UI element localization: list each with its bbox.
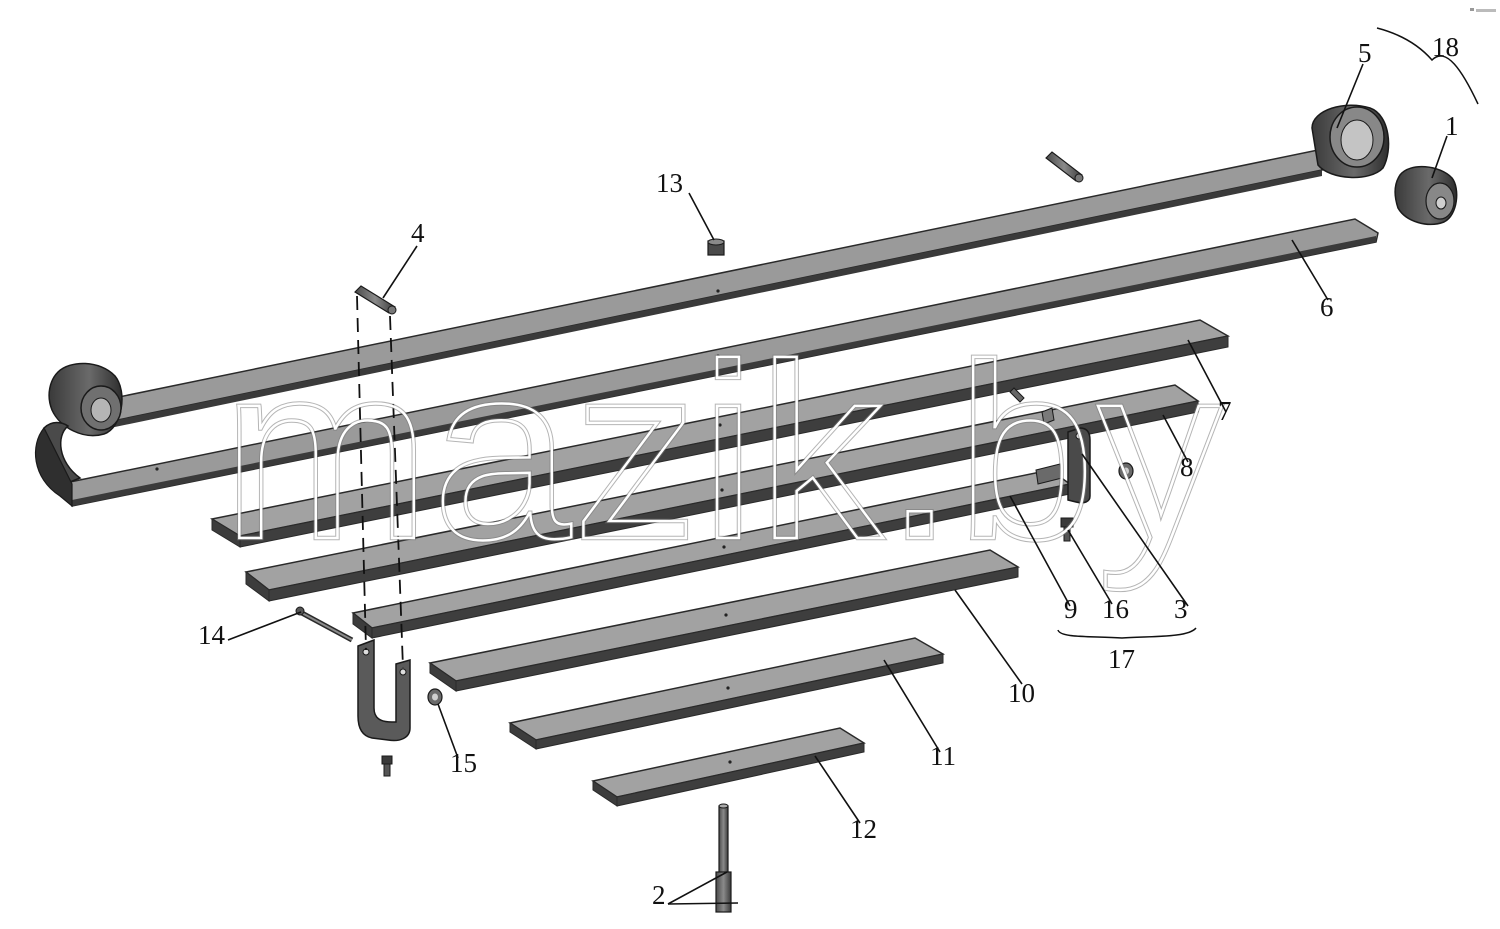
bolt-part-2 bbox=[715, 803, 732, 913]
leaf-part-10 bbox=[428, 549, 1021, 692]
leaf-part-7 bbox=[209, 319, 1231, 548]
callout-1: 1 bbox=[1445, 111, 1459, 141]
callout-6: 6 bbox=[1320, 292, 1334, 322]
corner-mark bbox=[1470, 8, 1496, 12]
main-leaf-eye-right bbox=[1311, 104, 1390, 179]
callout-17: 17 bbox=[1108, 644, 1135, 674]
callout-12: 12 bbox=[850, 814, 877, 844]
leaf-part-6 bbox=[34, 218, 1379, 508]
pin-upper-right bbox=[1045, 151, 1084, 183]
callout-7: 7 bbox=[1218, 396, 1232, 426]
bolt-part-14 bbox=[295, 606, 354, 643]
leader-lines bbox=[227, 63, 1448, 905]
rivet-left bbox=[381, 755, 393, 777]
braces bbox=[1057, 27, 1479, 639]
callout-8: 8 bbox=[1180, 452, 1194, 482]
svg-text:mazik.by: mazik.by bbox=[222, 312, 1224, 591]
nut-part-15 bbox=[427, 688, 443, 706]
assembly-guide-lines bbox=[356, 295, 404, 669]
callout-4: 4 bbox=[411, 218, 425, 248]
leaf-part-8 bbox=[244, 384, 1200, 602]
callout-14: 14 bbox=[198, 620, 226, 650]
callout-18: 18 bbox=[1432, 32, 1459, 62]
callout-3: 3 bbox=[1174, 594, 1188, 624]
callout-5: 5 bbox=[1358, 38, 1372, 68]
svg-text:mazik.by: mazik.by bbox=[222, 312, 1224, 591]
leaf-part-11 bbox=[508, 637, 946, 750]
nut-right bbox=[1118, 462, 1134, 480]
callout-2: 2 bbox=[652, 880, 666, 910]
callout-9: 9 bbox=[1064, 594, 1078, 624]
pin-part-4 bbox=[354, 285, 397, 315]
bushing-part-1 bbox=[1394, 165, 1458, 226]
pin-middle-right bbox=[1009, 387, 1025, 403]
clamp-left bbox=[357, 638, 411, 742]
clamp-part-3 bbox=[1035, 407, 1091, 504]
callout-16: 16 bbox=[1102, 594, 1129, 624]
callout-10: 10 bbox=[1008, 678, 1035, 708]
nut-part-13 bbox=[707, 238, 725, 256]
watermark: mazik.by mazik.by bbox=[220, 310, 1225, 594]
callout-11: 11 bbox=[930, 741, 956, 771]
callout-labels: 1 2 3 4 5 6 7 8 9 10 11 12 13 14 15 16 1… bbox=[198, 32, 1459, 910]
main-leaf-eye-left bbox=[48, 362, 123, 437]
callout-15: 15 bbox=[450, 748, 477, 778]
leaf-part-12 bbox=[591, 727, 866, 807]
callout-13: 13 bbox=[656, 168, 683, 198]
